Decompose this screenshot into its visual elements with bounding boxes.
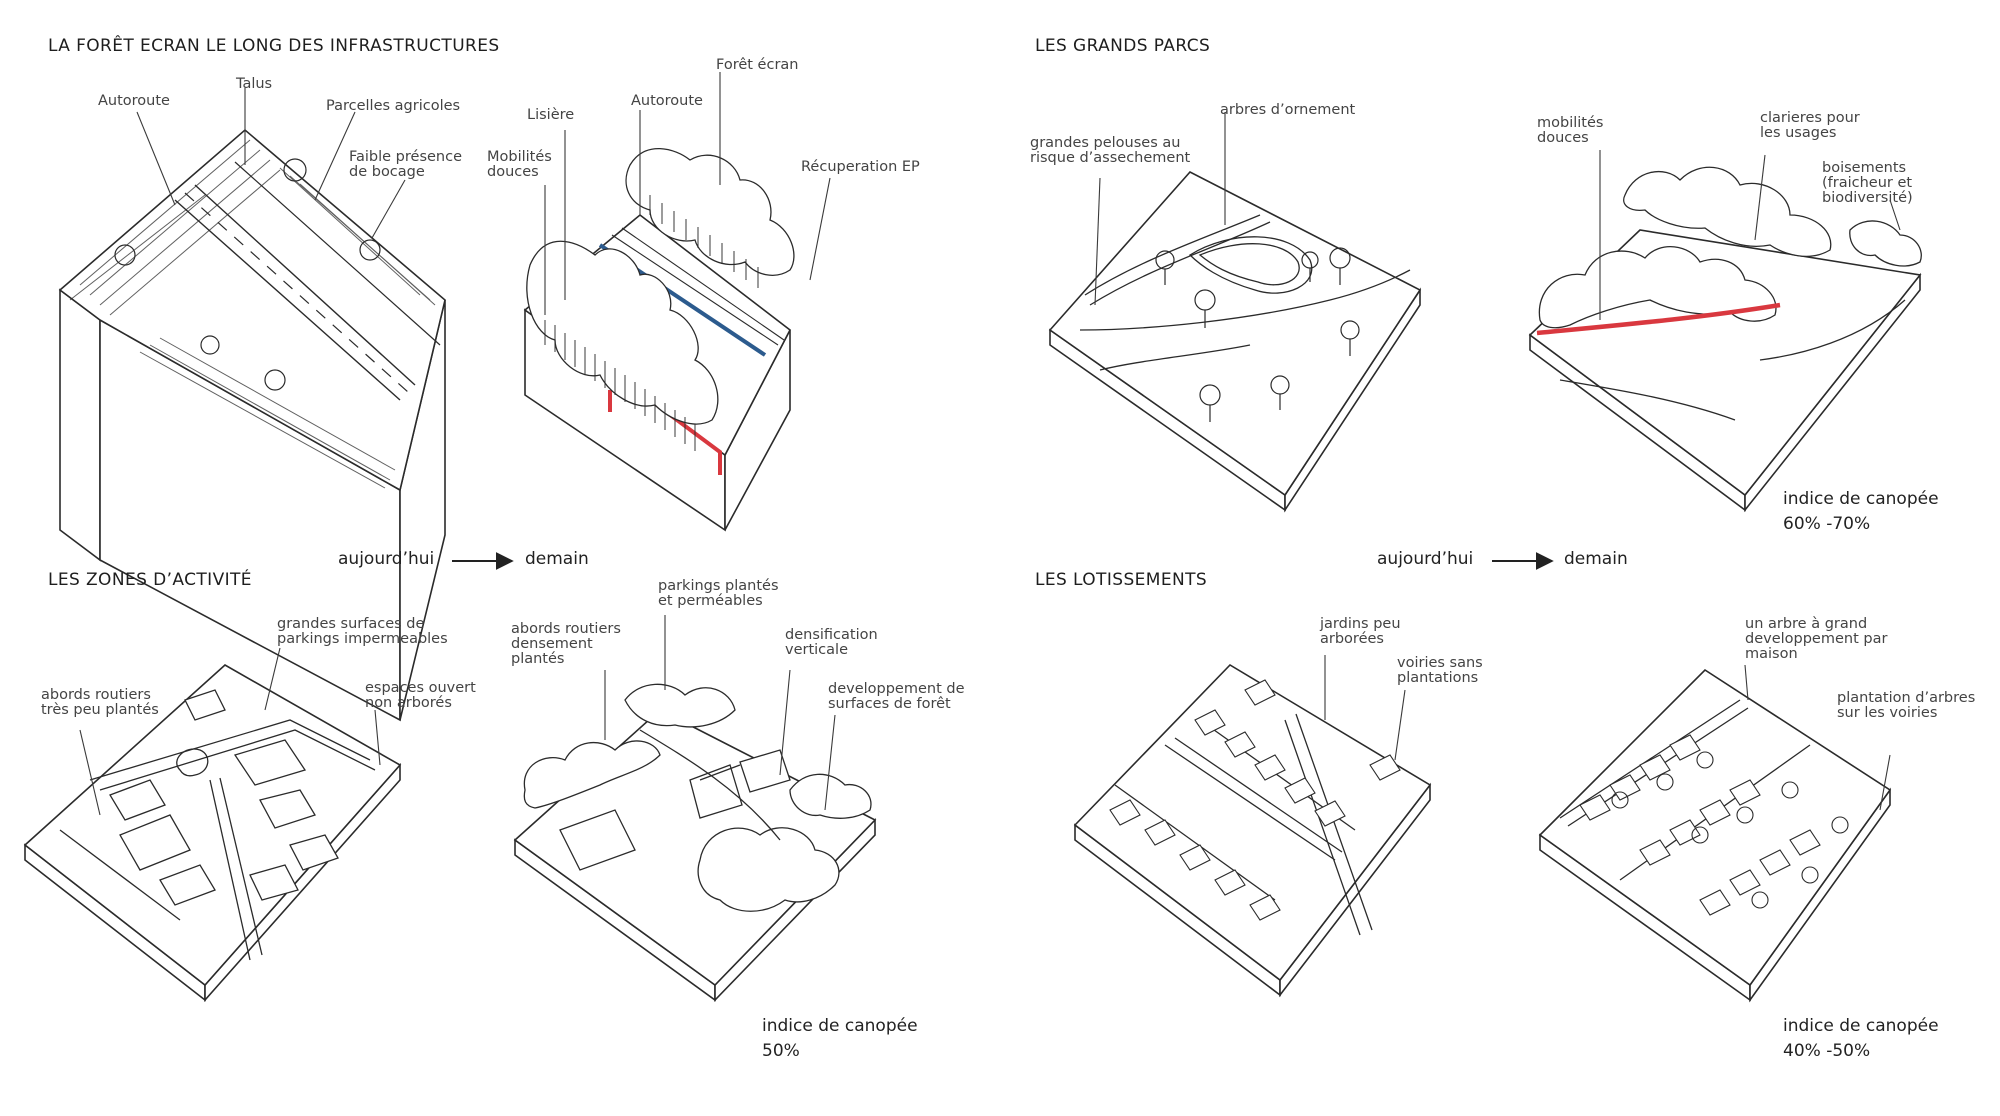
label-infra-talus: Talus [236,76,273,92]
title-infra: LA FORÊT ECRAN LE LONG DES INFRASTRUCTUR… [48,36,500,56]
title-lotis: LES LOTISSEMENTS [1035,570,1208,590]
flow-left-from: aujourd’hui [338,549,435,569]
label-infra-parcelles: Parcelles agricoles [326,98,461,114]
leader-lines [79,72,1901,816]
block-infra-after [523,148,795,532]
title-parcs: LES GRANDS PARCS [1035,36,1211,56]
label-infra-foret: Forêt écran [716,57,799,73]
label-infra-lisiere: Lisière [527,107,575,123]
flow-right-from: aujourd’hui [1377,549,1474,569]
label-infra-autoroute: Autoroute [98,93,170,109]
label-parcs-arbres: arbres d’ornement [1220,102,1356,118]
block-infra-before [58,128,446,722]
flow-left-to: demain [525,549,589,569]
label-infra-autoroute-after: Autoroute [631,93,703,109]
block-parcs-before [1048,171,1422,513]
title-zones: LES ZONES D’ACTIVITÉ [48,570,252,590]
flow-right-to: demain [1564,549,1628,569]
block-lotis-after [1538,668,1892,1003]
label-infra-recup: Récuperation EP [801,159,920,175]
block-parcs-after [1528,166,1922,513]
block-lotis-before [1073,663,1432,998]
block-zones-before [23,664,402,1003]
block-zones-after [513,683,877,1002]
